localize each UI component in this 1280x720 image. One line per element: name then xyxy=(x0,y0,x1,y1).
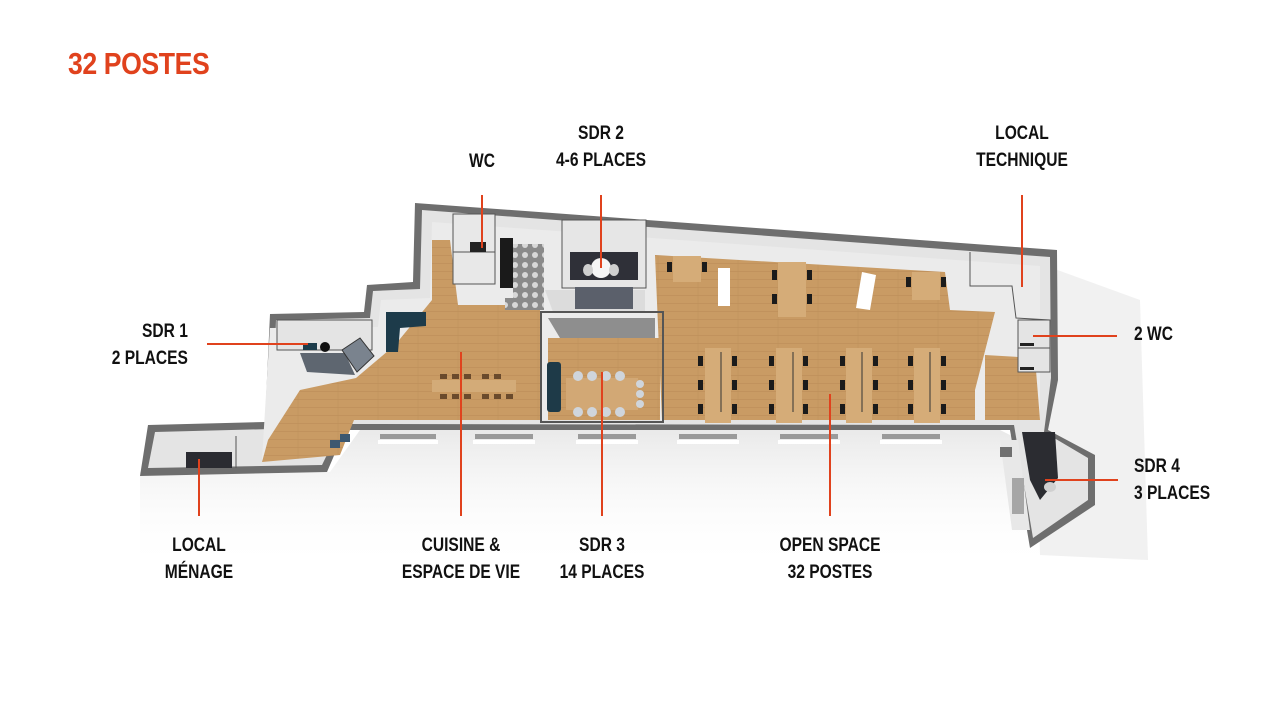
windows xyxy=(330,434,940,448)
label-open-space: OPEN SPACE 32 POSTES xyxy=(779,535,881,583)
open-space-desks xyxy=(667,256,946,423)
label-sdr4: SDR 4 3 PLACES xyxy=(1134,456,1211,504)
label-local-menage: LOCAL MÉNAGE xyxy=(164,535,234,583)
label-cuisine: CUISINE & ESPACE DE VIE xyxy=(401,535,521,583)
page-title: 32 POSTES xyxy=(68,46,210,81)
cuisine-furniture xyxy=(386,312,516,399)
leader-lines xyxy=(198,195,1118,516)
label-wc: WC xyxy=(469,151,495,172)
label-sdr1: SDR 1 2 PLACES xyxy=(111,321,188,369)
window-sills xyxy=(378,440,942,444)
right-rooms xyxy=(969,252,1058,530)
label-sdr2: SDR 2 4-6 PLACES xyxy=(555,123,647,171)
label-local-technique: LOCAL TECHNIQUE xyxy=(976,123,1068,171)
label-sdr3: SDR 3 14 PLACES xyxy=(559,535,645,583)
local-menage-room xyxy=(186,452,232,468)
label-2wc: 2 WC xyxy=(1134,324,1173,345)
upper-rooms xyxy=(452,213,647,312)
